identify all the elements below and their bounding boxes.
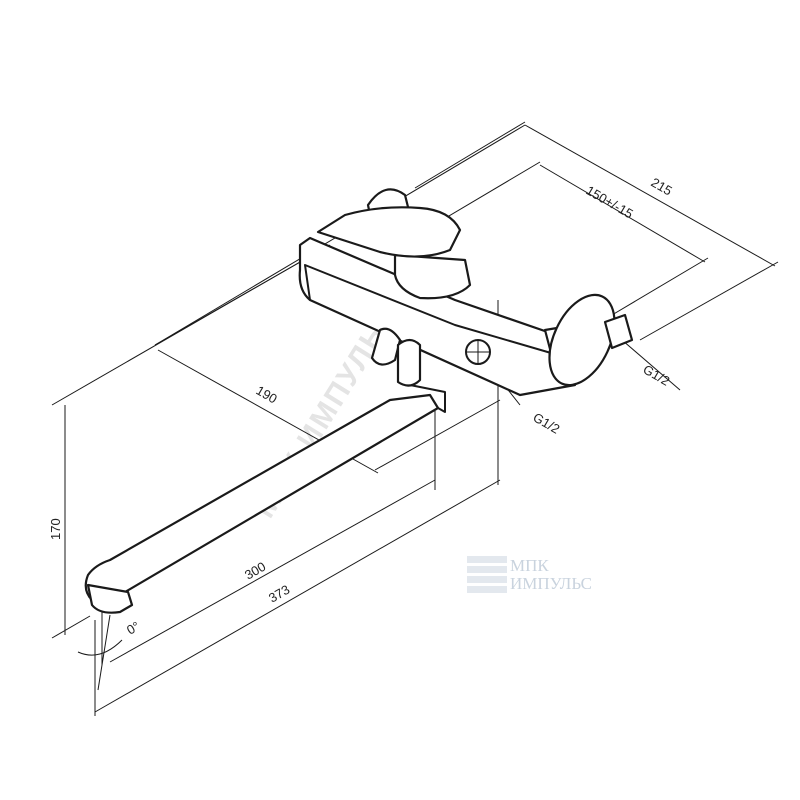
thread-connector <box>603 313 634 350</box>
dim-190: 190 <box>254 383 280 407</box>
thread-label-right: G1/2 <box>641 362 673 389</box>
diverter-knob <box>370 327 402 366</box>
thread-label-center: G1/2 <box>531 410 563 437</box>
faucet <box>84 188 634 614</box>
dim-150: 150+/-15 <box>584 183 636 222</box>
dim-170: 170 <box>48 518 63 540</box>
watermark-line1: МПК <box>510 556 549 575</box>
cartridge <box>393 253 472 300</box>
watermark-line2: ИМПУЛЬС <box>510 574 592 593</box>
dim-215: 215 <box>649 175 675 199</box>
watermark-logo: МПК ИМПУЛЬС <box>467 556 592 593</box>
lever-handle <box>316 206 462 258</box>
dim-373: 373 <box>266 582 292 606</box>
dim-angle: 0° <box>124 618 142 637</box>
wall-flange <box>548 293 616 387</box>
dimension-lines <box>51 121 779 716</box>
dim-300: 300 <box>242 559 268 583</box>
aerator <box>86 583 134 614</box>
